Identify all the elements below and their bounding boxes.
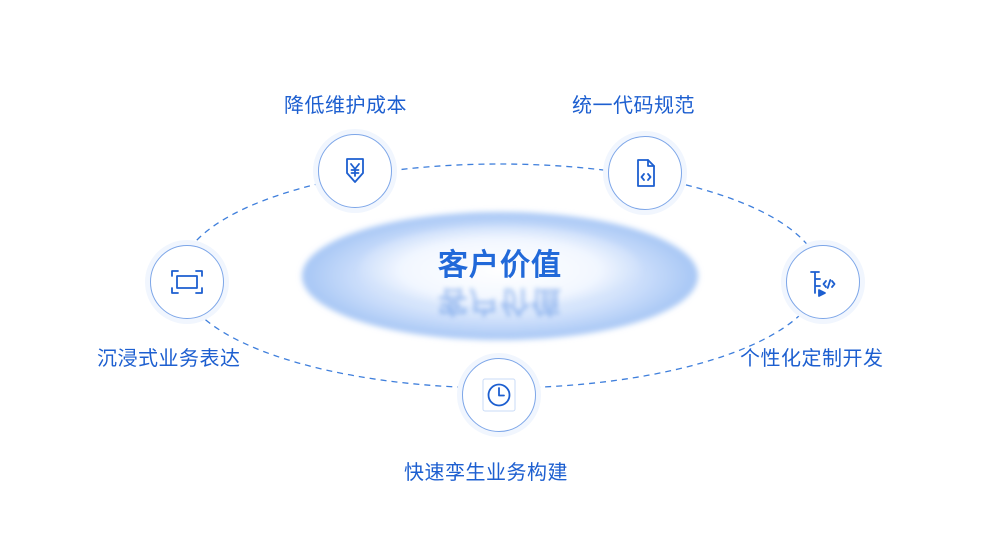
node-label-fast-twin-business-build: 快速孪生业务构建 [404, 460, 568, 484]
node-label-custom-development: 个性化定制开发 [740, 346, 884, 370]
node-label-immersive-business-expression: 沉浸式业务表达 [97, 346, 241, 370]
node-custom-development [786, 245, 860, 319]
yen-download-icon [338, 154, 372, 188]
center-glow-inner [360, 226, 640, 314]
node-label-reduce-maintenance-cost: 降低维护成本 [284, 93, 407, 117]
center-title: 客户价值 [438, 248, 562, 283]
node-reduce-maintenance-cost [318, 134, 392, 208]
clock-icon [481, 377, 517, 413]
node-fast-twin-business-build [462, 358, 536, 432]
fullscreen-frame-icon [168, 267, 206, 297]
node-unified-code-standard [608, 136, 682, 210]
code-file-icon [628, 156, 662, 190]
node-immersive-business-expression [150, 245, 224, 319]
code-tree-icon [805, 265, 841, 299]
node-label-unified-code-standard: 统一代码规范 [572, 93, 695, 117]
center-title-reflection: 客户价值 [438, 283, 562, 318]
